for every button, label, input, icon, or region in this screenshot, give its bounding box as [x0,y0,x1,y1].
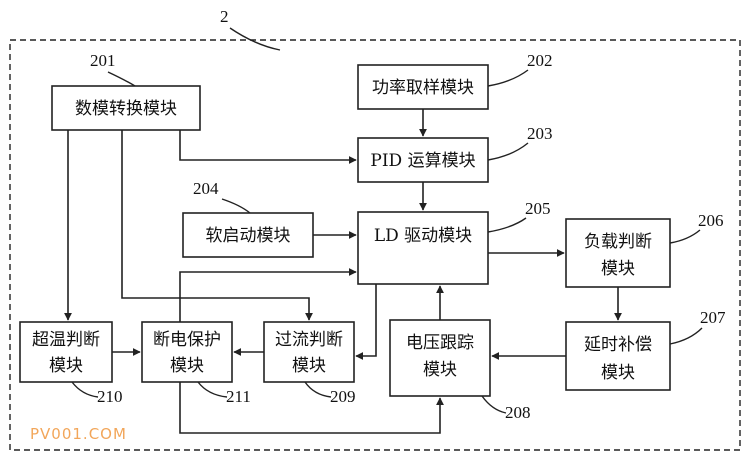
wire-ld-driver-to-overcurrent [355,284,377,360]
pid-module-label: PID 运算模块 [370,151,475,171]
power-off-protection-module-ref: 211 [226,387,251,406]
overtemperature-judge-module-ref: 210 [97,387,123,406]
load-judge-module-ref-leader [669,229,701,244]
power-sampling-module-ref-leader [487,69,529,87]
power-off-protection-module-label-2: 模块 [170,356,204,376]
delay-compensation-module-label-2: 模块 [601,363,635,383]
pid-module-ref: 203 [527,124,553,143]
load-judge-module: 负载判断 模块 [565,218,671,288]
dac-module-ref-leader [107,71,136,87]
ld-driver-module: LD 驱动模块 [357,211,489,285]
delay-compensation-module-ref-leader [669,327,703,345]
overtemperature-judge-module: 超温判断 模块 [19,321,113,383]
soft-start-module: 软启动模块 [182,212,314,258]
overcurrent-judge-module-ref-leader [304,381,332,398]
wire-dac-to-pid [179,130,357,164]
voltage-tracking-module-label-1: 电压跟踪 [406,333,474,353]
dac-module-label: 数模转换模块 [75,99,177,119]
dac-module: 数模转换模块 [51,85,201,131]
soft-start-module-ref-leader [221,198,251,214]
power-off-protection-module-label-1: 断电保护 [153,330,221,350]
overtemperature-judge-module-label-1: 超温判断 [32,330,100,350]
wire-dac-to-overcurrent [121,130,313,321]
ld-driver-module-label: LD 驱动模块 [374,226,472,246]
overtemperature-judge-module-ref-leader [71,381,99,398]
ld-driver-module-ref: 205 [525,199,551,218]
dac-module-ref: 201 [90,51,116,70]
pid-module: PID 运算模块 [357,137,489,183]
wire-power-off-to-ld-driver [179,268,357,322]
ld-driver-module-ref-leader [487,217,527,233]
system-ref-leader [229,27,281,51]
power-off-protection-module-ref-leader [197,381,228,398]
voltage-tracking-module-ref-leader [481,395,507,414]
overcurrent-judge-module-label-1: 过流判断 [275,330,343,350]
voltage-tracking-module-label-2: 模块 [423,360,457,380]
load-judge-module-ref: 206 [698,211,724,230]
delay-compensation-module-ref: 207 [700,308,726,327]
delay-compensation-module: 延时补偿 模块 [565,321,671,391]
system-ref-label: 2 [220,7,229,26]
load-judge-module-label-2: 模块 [601,259,635,279]
soft-start-module-label: 软启动模块 [206,226,291,246]
overcurrent-judge-module-ref: 209 [330,387,356,406]
overtemperature-judge-module-label-2: 模块 [49,356,83,376]
power-off-protection-module: 断电保护 模块 [141,321,233,383]
wire-power-off-to-voltage-track [179,382,444,434]
voltage-tracking-module: 电压跟踪 模块 [389,319,491,397]
delay-compensation-module-label-1: 延时补偿 [584,335,652,355]
system-boundary [9,39,741,451]
overcurrent-judge-module-label-2: 模块 [292,356,326,376]
load-judge-module-label-1: 负载判断 [584,232,652,252]
overcurrent-judge-module: 过流判断 模块 [263,321,355,383]
power-sampling-module-label: 功率取样模块 [372,78,474,98]
watermark: PV001.COM [30,425,127,443]
voltage-tracking-module-ref: 208 [505,403,531,422]
soft-start-module-ref: 204 [193,179,219,198]
power-sampling-module-ref: 202 [527,51,553,70]
power-sampling-module: 功率取样模块 [357,64,489,110]
pid-module-ref-leader [487,142,529,161]
